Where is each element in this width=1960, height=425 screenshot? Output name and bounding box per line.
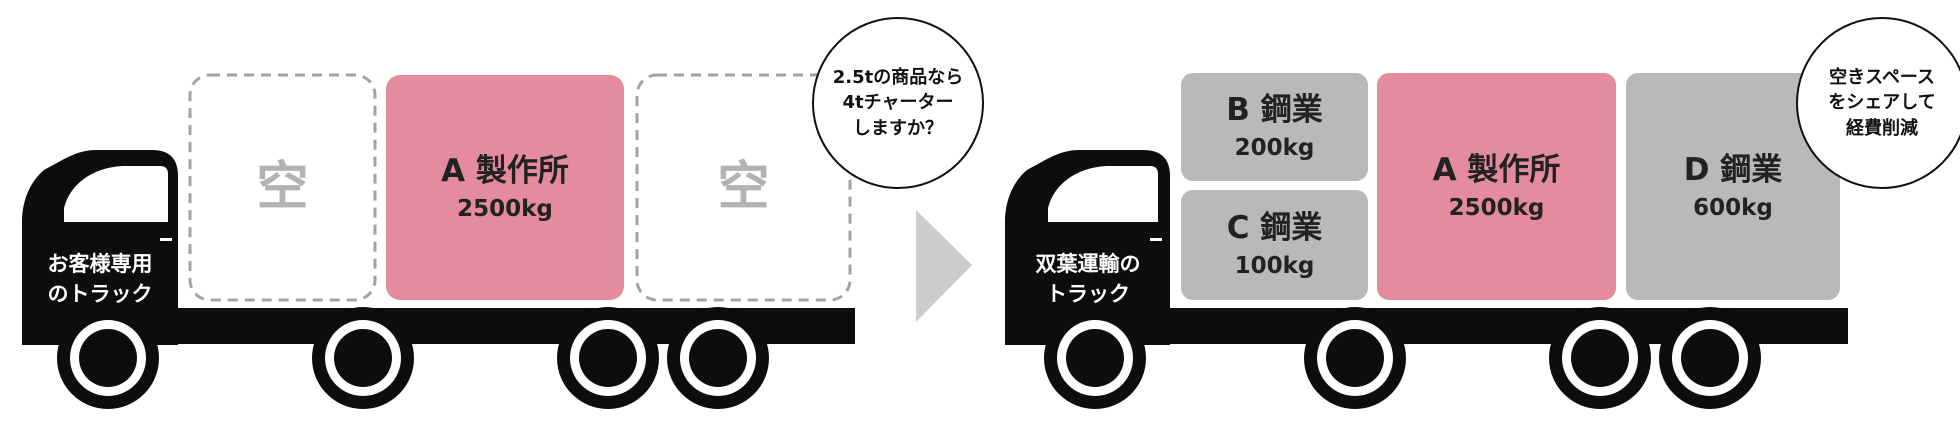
cargo-c [1181,190,1368,300]
truck-after-wheel-mid [1304,307,1406,409]
cab-label-before: お客様専用 のトラック [47,251,153,306]
truck-after-cab-window [1048,166,1158,222]
truck-before-wheel-rear1 [557,307,659,409]
truck-before-wheel-front [57,307,159,409]
empty-slot-label-1: 空 [256,157,309,217]
cargo-a-after-label: A 製作所 2500kg [1432,151,1561,221]
truck-before [22,17,984,409]
truck-before-wheel-rear2 [667,307,769,409]
truck-before-wheel-mid [312,307,414,409]
empty-slot-label-2: 空 [717,157,770,217]
slot-cargo-a [386,75,624,300]
truck-after-wheel-front [1044,307,1146,409]
truck-after-wheel-rear2 [1659,307,1761,409]
cargo-b [1181,73,1368,181]
bubble-before-text: 2.5tの商品なら 4tチャーター しますか？ [832,67,964,139]
truck-after [1005,17,1960,409]
bubble-before [812,17,984,189]
slot-empty-1 [188,73,377,302]
cab-label-after: 双葉運輸の トラック [1035,251,1141,306]
arrow-icon [916,210,972,322]
truck-before-cab-window [64,166,168,222]
cargo-a-before-label: A 製作所 2500kg [441,152,569,222]
cargo-d [1626,73,1840,300]
cargo-a [1377,73,1616,300]
cargo-d-label: D 鋼業 600kg [1683,151,1783,221]
bubble-after-text: 空きスペース をシェアして 経費削減 [1828,67,1936,139]
slot-empty-2 [635,73,852,302]
truck-after-wheel-rear1 [1549,307,1651,409]
cargo-c-label: C 鋼業 100kg [1226,210,1323,279]
bubble-after [1796,17,1960,189]
cargo-b-label: B 鋼業 200kg [1226,92,1323,161]
